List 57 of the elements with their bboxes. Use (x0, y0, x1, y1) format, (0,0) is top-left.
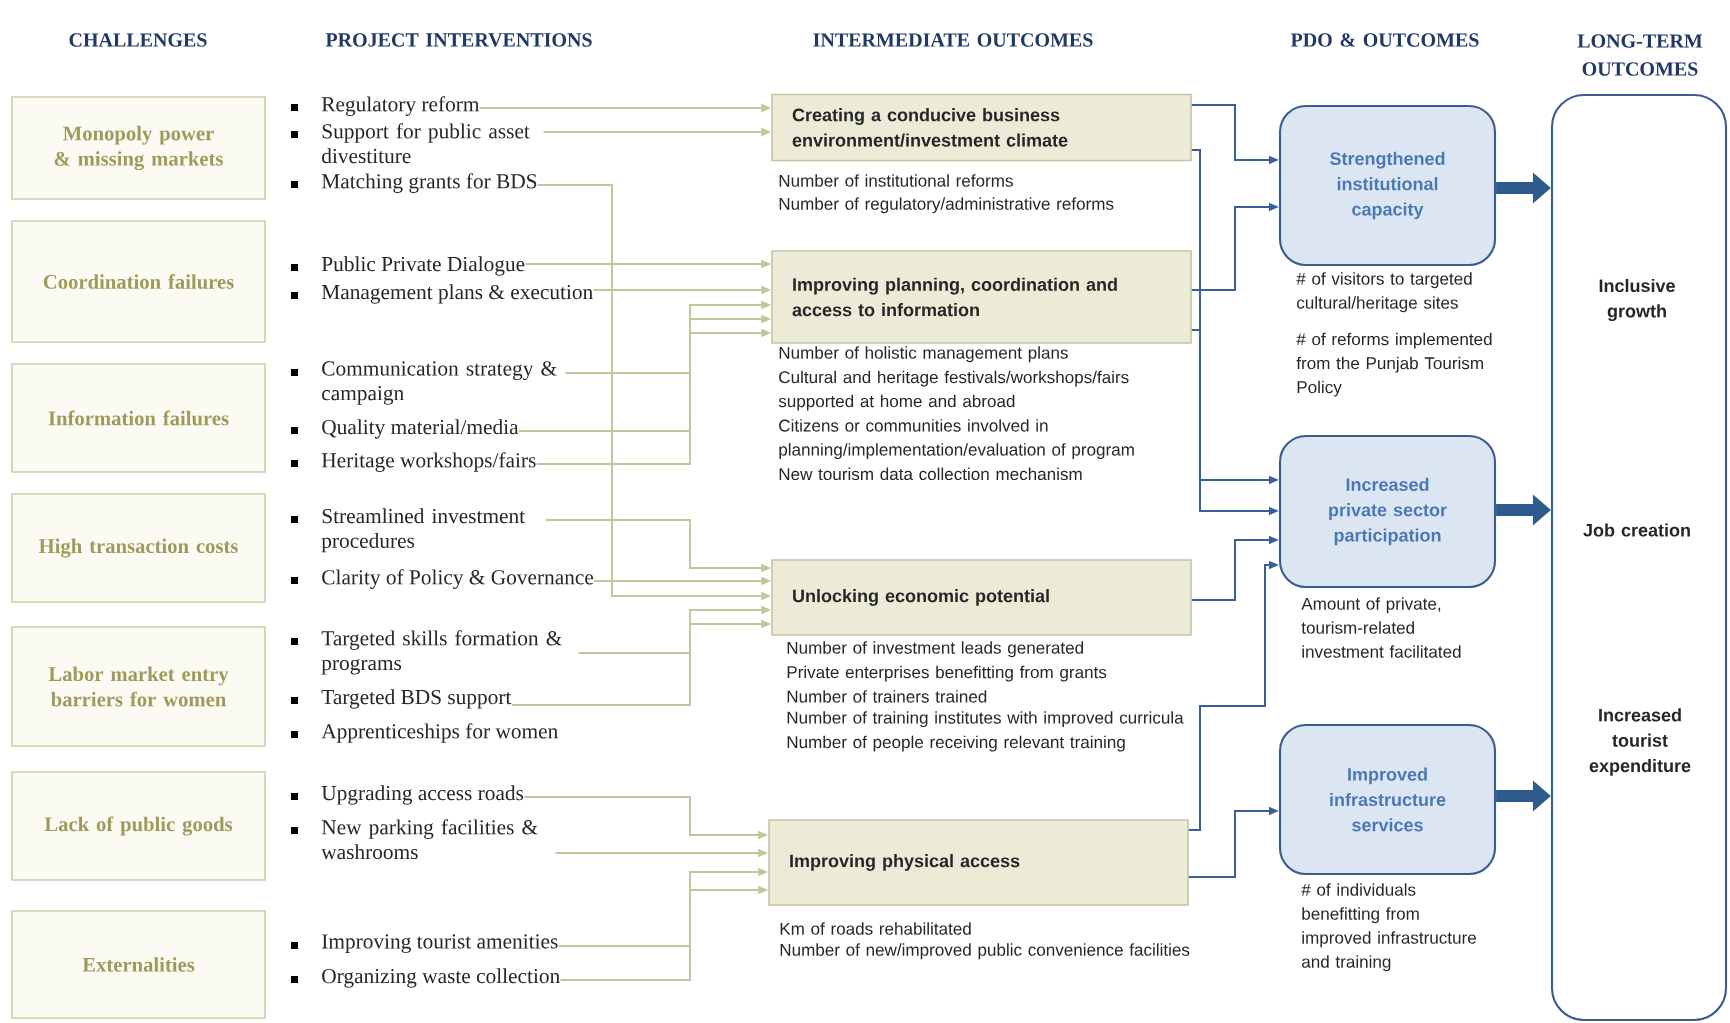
bullet-item: Matching grants for BDS (291, 173, 537, 193)
outcome-box: Improved infrastructure services (1278, 723, 1497, 876)
challenge-box: Coordination failures (11, 220, 266, 343)
bullet-item: Upgrading access roads (291, 785, 524, 805)
indicator-text: # of individuals benefitting from improved infrastructure and training (1301, 883, 1476, 972)
bullet-item: Heritage workshops/fairs (291, 452, 536, 472)
bullet-item: Regulatory reform (291, 96, 480, 116)
outcome-box: Improving physical access (768, 819, 1189, 906)
outcome-box: Strengthened institutional capacity (1278, 104, 1497, 267)
column-heading: LONG-TERM OUTCOMES (1577, 34, 1703, 76)
challenge-box: Externalities (11, 910, 266, 1019)
indicator-text: # of reforms implemented from the Punjab Tourism Policy (1296, 332, 1492, 397)
indicator-text: Number of investment leads generated (787, 641, 1083, 658)
indicator-text: Km of roads rehabilitated (780, 922, 971, 935)
bullet-item: Management plans & execution (291, 284, 593, 304)
column-heading: INTERMEDIATE OUTCOMES (813, 33, 1093, 47)
indicator-text: Private enterprises benefitting from grants (787, 665, 1107, 682)
challenge-box: Information failures (11, 363, 266, 473)
indicator-text: Number of people receiving relevant training (787, 735, 1125, 752)
bullet-item: Improving tourist amenities (291, 934, 558, 953)
bullet-item: Public Private Dialogue (291, 256, 525, 276)
indicator-text: New tourism data collection mechanism (779, 467, 1082, 481)
bullet-item: Apprenticeships for women (291, 723, 558, 743)
column-heading: PROJECT INTERVENTIONS (325, 33, 592, 47)
node-label: Regulatory reform (321, 96, 480, 116)
challenge-box: Monopoly power & missing markets (11, 96, 266, 200)
bullet-item: Communication strategy & campaign (291, 361, 557, 405)
indicator-text: # of visitors to targeted cultural/heritage sites (1296, 272, 1472, 313)
outcome-box: Creating a conducive business environment/investment climate (771, 93, 1192, 162)
challenge-box: Labor market entry barriers for women (11, 626, 266, 747)
bullet-item: Quality material/media (291, 419, 519, 439)
indicator-text: Citizens or communities involved in planning/implementation/evaluation of program (779, 419, 1134, 460)
indicator-text: Number of institutional reforms (779, 174, 1013, 187)
bullet-item: New parking facilities & washrooms (291, 819, 538, 860)
column-heading: CHALLENGES (69, 33, 207, 47)
column-heading: PDO & OUTCOMES (1290, 33, 1479, 47)
indicator-text: Number of training institutes with improved curricula (787, 711, 1184, 728)
outcome-text: Inclusive growth (1599, 278, 1675, 322)
outcome-box: Improving planning, coordination and access to information (771, 250, 1192, 344)
indicator-text: Number of new/improved public convenience facilities (780, 943, 1190, 960)
bullet-item: Clarity of Policy & Governance (291, 569, 594, 589)
challenge-box: Lack of public goods (11, 771, 266, 881)
bullet-item: Support for public asset divestiture (291, 123, 530, 164)
indicator-text: Number of holistic management plans (779, 346, 1068, 363)
indicator-text: Number of trainers trained (787, 690, 987, 703)
bullet-item: Targeted skills formation & programs (291, 630, 562, 675)
outcome-box: Unlocking economic potential (771, 559, 1192, 636)
indicator-text: Amount of private, tourism-related investment facilitated (1301, 597, 1461, 658)
bullet-item: Organizing waste collection (291, 968, 560, 988)
bullet-item: Targeted BDS support (291, 689, 512, 709)
outcome-box: Increased private sector participation (1278, 434, 1497, 589)
indicator-text: Number of regulatory/administrative reforms (779, 197, 1114, 214)
outcome-text: Job creation (1583, 523, 1690, 537)
challenge-box: High transaction costs (11, 493, 266, 603)
bullet-item: Streamlined investment procedures (291, 508, 525, 553)
outcome-text: Increased tourist expenditure (1589, 708, 1691, 776)
indicator-text: Cultural and heritage festivals/workshops/fairs supported at home and abroad (778, 370, 1129, 411)
